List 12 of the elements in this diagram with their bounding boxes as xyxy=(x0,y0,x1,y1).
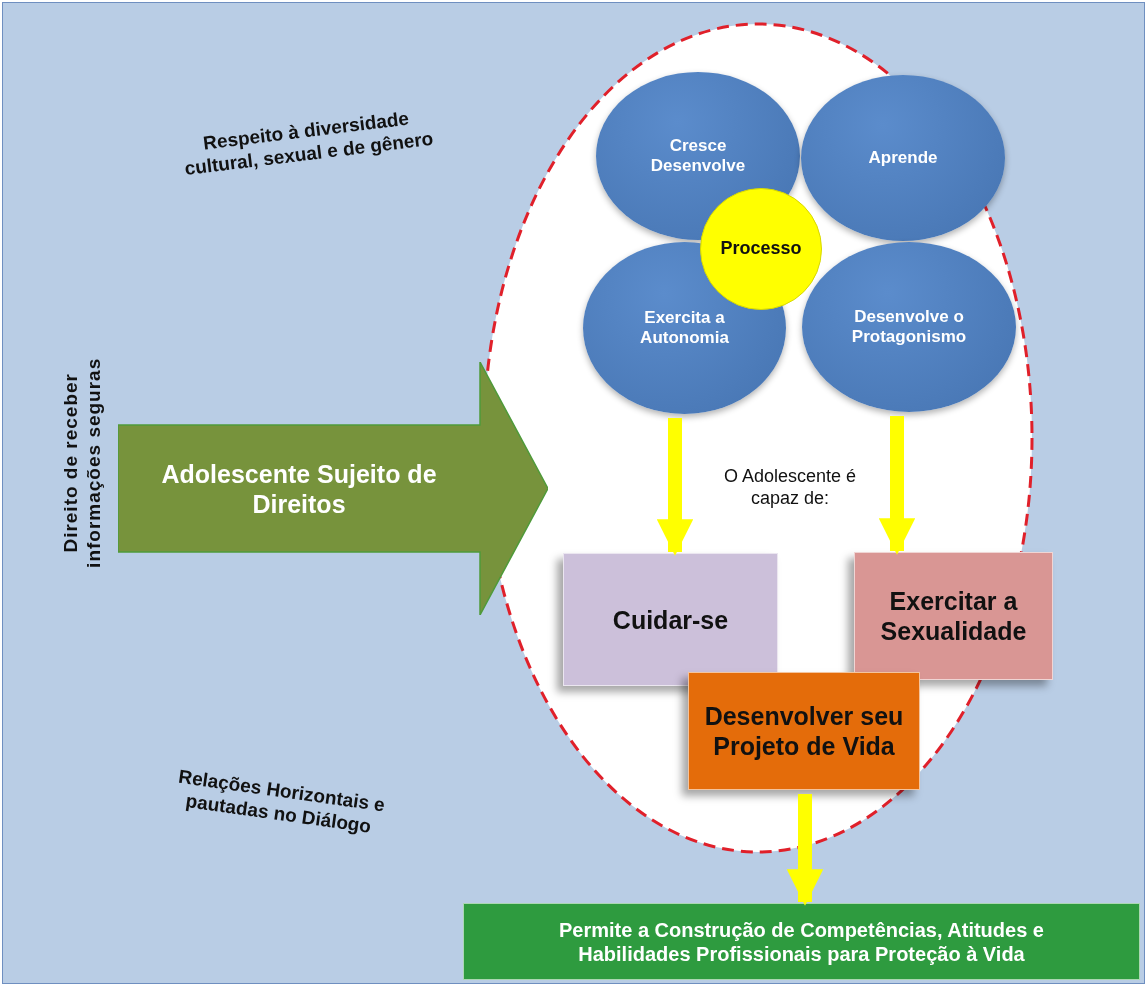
arrow xyxy=(656,418,694,556)
annotation-text: Direito de receber informações seguras xyxy=(60,356,105,570)
block-arrow xyxy=(118,362,548,615)
annotation-text: Respeito à diversidade cultural, sexual e de gênero xyxy=(182,106,436,181)
arrow-text: Adolescente Sujeito de Direitos xyxy=(160,458,438,519)
annotation-text: Relações Horizontais e pautadas no Diálogo xyxy=(176,764,388,839)
action-box: Cuidar-se xyxy=(563,553,778,686)
action-box: Desenvolver seu Projeto de Vida xyxy=(688,672,920,790)
annotation-text: O Adolescente é capaz de: xyxy=(722,466,858,510)
arrow xyxy=(878,416,916,555)
result-banner: Permite a Construção de Competências, Atitudes e Habilidades Profissionais para Proteção à Vida xyxy=(463,903,1140,980)
action-box: Exercitar a Sexualidade xyxy=(854,552,1053,680)
